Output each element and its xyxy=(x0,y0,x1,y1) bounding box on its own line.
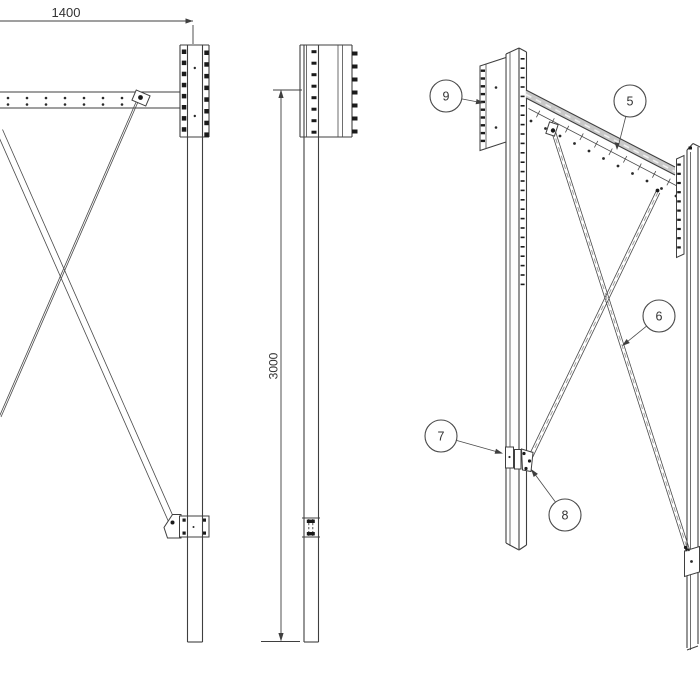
iso-bottom-connection xyxy=(505,446,534,473)
balloon-7-label: 7 xyxy=(438,430,445,444)
balloon-9: 9 xyxy=(429,79,484,113)
dimension-arrow-right xyxy=(185,18,193,24)
dimension-height-label: 3000 xyxy=(267,352,281,379)
iso-brace-a xyxy=(545,121,691,552)
iso-top-plate xyxy=(479,56,507,152)
dimension-width: 1400 xyxy=(0,5,194,44)
balloon-7: 7 xyxy=(424,419,503,454)
iso-left-column xyxy=(505,47,528,551)
iso-top-plate-bolts xyxy=(480,69,485,143)
iso-beam-ticks xyxy=(536,110,671,186)
front-brace-down-left xyxy=(0,89,151,418)
balloon-8-label: 8 xyxy=(562,509,569,523)
dimension-width-label: 1400 xyxy=(52,5,81,20)
balloon-9-label: 9 xyxy=(443,90,450,104)
iso-brace-b xyxy=(528,188,661,458)
balloon-8: 8 xyxy=(531,469,582,532)
dimension-arrow-down xyxy=(278,633,284,642)
iso-column-perforations xyxy=(520,58,525,286)
side-elevation-view: 3000 xyxy=(261,44,358,643)
front-column xyxy=(179,44,210,643)
side-plate-bolts xyxy=(311,50,317,134)
balloon-5: 5 xyxy=(613,84,647,150)
column-bolts-left xyxy=(181,49,187,132)
front-bottom-connection xyxy=(163,514,210,539)
side-bottom-connection xyxy=(302,517,320,538)
side-plate-bolt-heads xyxy=(352,51,358,134)
front-elevation-view: 1400 xyxy=(0,5,210,643)
dimension-height: 3000 xyxy=(261,89,302,642)
iso-right-column xyxy=(684,143,700,651)
balloon-6: 6 xyxy=(622,299,676,346)
side-top-plate xyxy=(299,44,358,138)
isometric-view: 5 6 7 8 9 xyxy=(424,47,700,651)
beam-bolt-row-top xyxy=(6,96,140,100)
iso-right-plate xyxy=(676,154,685,259)
balloon-5-label: 5 xyxy=(627,95,634,109)
balloon-6-label: 6 xyxy=(656,310,663,324)
beam-bolt-row-bottom xyxy=(6,103,124,106)
side-column xyxy=(303,45,320,643)
column-bolts-right xyxy=(204,50,209,137)
dimension-arrow-up xyxy=(278,89,284,98)
iso-right-plate-bolts xyxy=(677,163,681,249)
iso-beam xyxy=(525,89,678,198)
front-brace-down-right xyxy=(0,129,175,526)
gusset-plate xyxy=(163,514,182,539)
front-beam xyxy=(0,91,180,109)
